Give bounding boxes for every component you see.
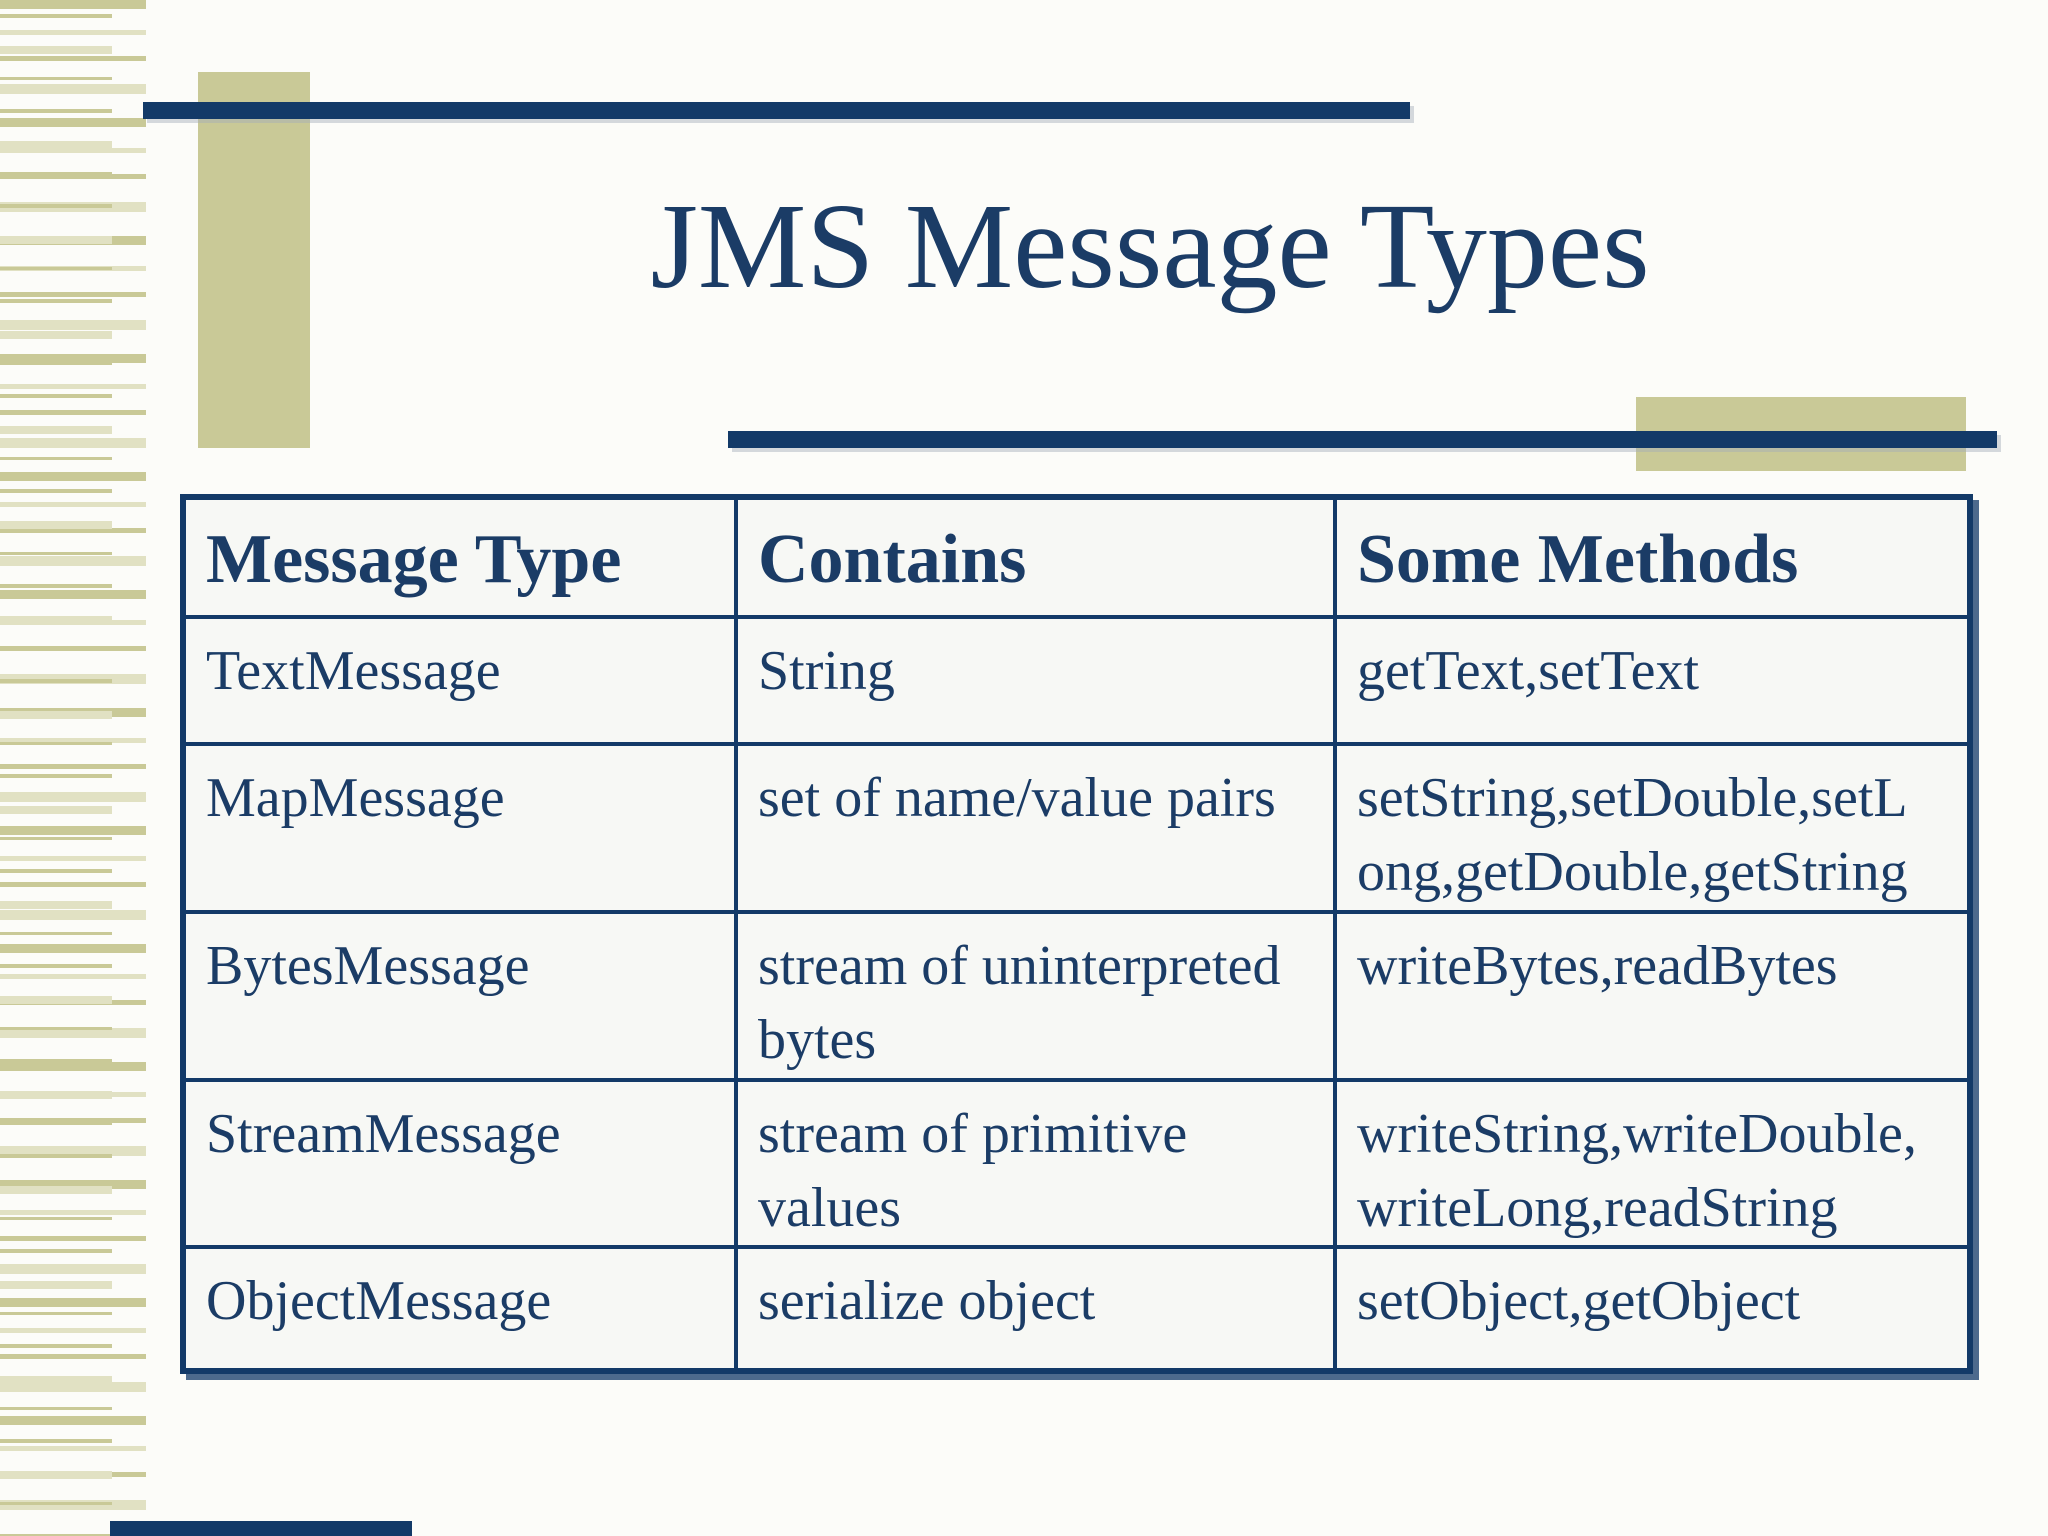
cell-contains: stream of primitive values xyxy=(734,1077,1337,1250)
cell-message-type: ObjectMessage xyxy=(181,1245,738,1374)
table-row: BytesMessage stream of uninterpreted byt… xyxy=(181,909,1972,1082)
table-header-row: Message Type Contains Some Methods xyxy=(181,495,1972,619)
cell-methods: setObject,getObject xyxy=(1333,1245,1972,1374)
cell-methods: writeString,writeDouble,writeLong,readSt… xyxy=(1333,1077,1972,1250)
decor-bottom-bar xyxy=(110,1521,412,1536)
cell-contains: String xyxy=(734,615,1337,746)
table-row: TextMessage String getText,setText xyxy=(181,615,1972,746)
cell-methods: writeBytes,readBytes xyxy=(1333,909,1972,1082)
cell-contains: set of name/value pairs xyxy=(734,742,1337,914)
decor-top-bar xyxy=(143,102,1410,119)
col-header-contains: Contains xyxy=(734,495,1337,619)
slide-title: JMS Message Types xyxy=(650,179,1650,314)
cell-contains: serialize object xyxy=(734,1245,1337,1374)
table-row: ObjectMessage serialize object setObject… xyxy=(181,1245,1972,1374)
decor-tan-vertical-rect xyxy=(198,72,310,448)
message-types-table: Message Type Contains Some Methods TextM… xyxy=(180,494,1973,1375)
col-header-some-methods: Some Methods xyxy=(1333,495,1972,619)
cell-message-type: TextMessage xyxy=(181,615,738,746)
cell-message-type: BytesMessage xyxy=(181,909,738,1082)
cell-contains: stream of uninterpreted bytes xyxy=(734,909,1337,1082)
cell-message-type: StreamMessage xyxy=(181,1077,738,1250)
cell-methods: getText,setText xyxy=(1333,615,1972,746)
left-stripe-pattern-short xyxy=(0,0,112,1536)
cell-methods: setString,setDouble,setLong,getDouble,ge… xyxy=(1333,742,1972,914)
col-header-message-type: Message Type xyxy=(181,495,738,619)
cell-message-type: MapMessage xyxy=(181,742,738,914)
table-row: MapMessage set of name/value pairs setSt… xyxy=(181,742,1972,914)
table-row: StreamMessage stream of primitive values… xyxy=(181,1077,1972,1250)
decor-title-underline-bar xyxy=(728,431,1997,448)
